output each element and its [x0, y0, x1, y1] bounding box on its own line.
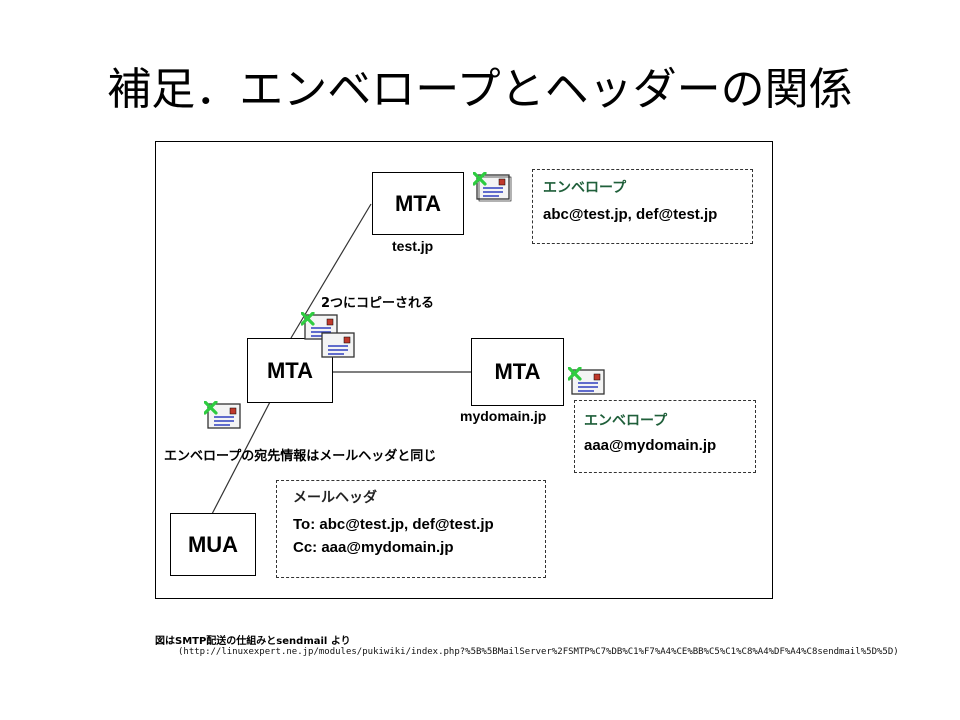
slide-title: 補足．エンベロープとヘッダーの関係 — [107, 64, 853, 115]
envelope-right-text: aaa@mydomain.jp — [584, 437, 717, 454]
mail-header-to: To: abc@test.jp, def@test.jp — [293, 516, 494, 533]
mail-envelope-icon — [568, 367, 605, 395]
mua-node: MUA — [170, 513, 256, 576]
mta-right-node: MTA — [471, 338, 564, 406]
source-caption: 図はSMTP配送の仕組みとsendmail より — [155, 636, 351, 647]
mail-envelope-icon — [204, 401, 241, 429]
envelope-right-title: エンベロープ — [584, 413, 668, 429]
node-label-test: test.jp — [392, 238, 434, 254]
envelope-box-right: エンベロープ aaa@mydomain.jp — [574, 400, 756, 473]
envelope-top-text: abc@test.jp, def@test.jp — [543, 206, 718, 223]
mail-envelope-icon — [321, 332, 355, 358]
note-same-recipient: エンベロープの宛先情報はメールヘッダと同じ — [164, 449, 437, 464]
envelope-top-title: エンベロープ — [543, 180, 627, 196]
node-label-mydomain: mydomain.jp — [460, 408, 547, 424]
note-copy: 2つにコピーされる — [321, 296, 435, 311]
mail-header-cc: Cc: aaa@mydomain.jp — [293, 539, 454, 556]
diagram-frame: MTA test.jp MTA MTA mydomain.jp MUA 2つにコ… — [155, 141, 773, 599]
source-url: (http://linuxexpert.ne.jp/modules/pukiwi… — [178, 647, 899, 657]
mail-envelope-icon — [473, 172, 512, 202]
mta-top-node: MTA — [372, 172, 464, 235]
mail-header-box: メールヘッダ To: abc@test.jp, def@test.jp Cc: … — [276, 480, 546, 578]
envelope-box-top: エンベロープ abc@test.jp, def@test.jp — [532, 169, 753, 244]
mta-middle-node: MTA — [247, 338, 333, 403]
mail-header-title: メールヘッダ — [293, 490, 377, 506]
line-mua-to-mta — [211, 399, 272, 515]
